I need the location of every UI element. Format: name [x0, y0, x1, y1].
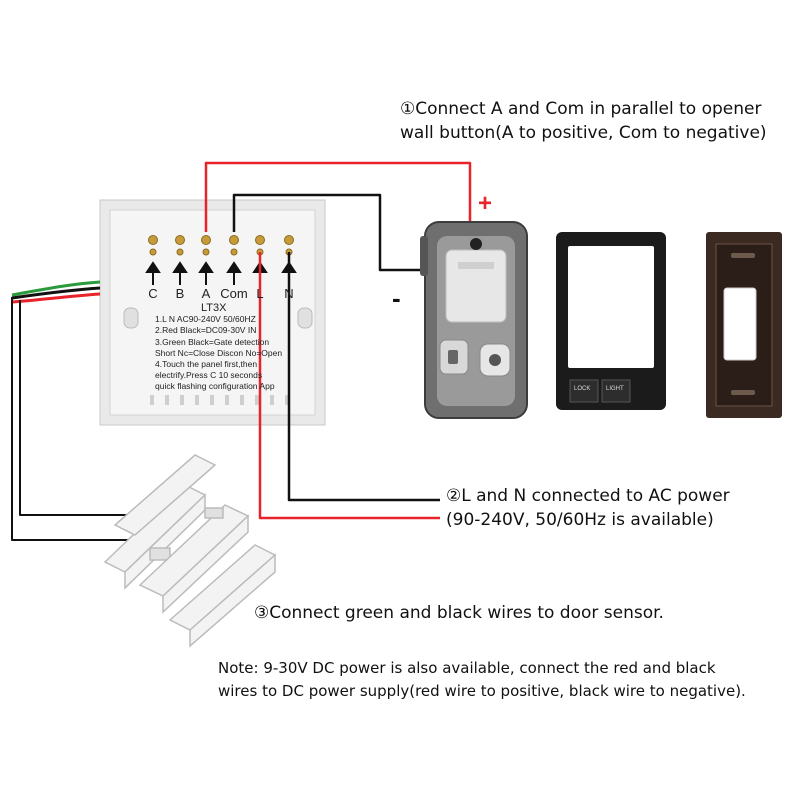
- terminal-label-n: N: [284, 286, 294, 301]
- spec-line-1: 1.L N AC90-240V 50/60HZ: [155, 314, 256, 324]
- step3-text: ③Connect green and black wires to door s…: [254, 603, 664, 623]
- green-wire-lead: [11, 280, 101, 297]
- door-sensor: [103, 454, 277, 648]
- positive-sign: +: [478, 190, 493, 217]
- mount-hole-left: [123, 307, 139, 329]
- step2-line2: (90-240V, 50/60Hz is available): [446, 510, 714, 530]
- terminal-label-b: B: [175, 286, 185, 301]
- note-line1: Note: 9-30V DC power is also available, …: [218, 659, 716, 677]
- red-wire-a: [204, 161, 472, 232]
- vent-slots: [150, 395, 289, 405]
- wall-control-panel: LOCK LIGHT: [556, 232, 666, 410]
- spec-line-4: Short Nc=Close Discon No=Open: [155, 348, 283, 358]
- terminal-label-a: A: [201, 286, 211, 301]
- wifi-module: [99, 199, 326, 426]
- step2-line1: ②L and N connected to AC power: [446, 486, 730, 506]
- sensor-wire-1: [11, 297, 160, 541]
- spec-line-7: quick flashing configuration App: [155, 381, 275, 391]
- wires: [11, 161, 472, 541]
- black-wire-n: [287, 252, 440, 502]
- red-wire-l: [258, 252, 440, 520]
- terminal-label-com: Com: [220, 286, 248, 301]
- step1-line1: ①Connect A and Com in parallel to opener: [400, 99, 762, 119]
- module-model: LT3X: [201, 302, 227, 314]
- sensor-wire-2: [19, 300, 130, 516]
- spec-line-5: 4.Touch the panel first,then: [155, 359, 258, 369]
- terminal-screws: [148, 235, 294, 245]
- negative-sign: -: [392, 283, 401, 313]
- spec-line-6: electrify.Press C 10 seconds: [155, 370, 263, 380]
- light-label: LIGHT: [606, 386, 624, 392]
- push-button: [706, 232, 782, 418]
- mount-hole-right: [297, 307, 313, 329]
- black-wire-com: [232, 193, 440, 272]
- terminal-label-l: L: [256, 286, 264, 301]
- lock-label: LOCK: [574, 386, 590, 392]
- opener-wall-button: [420, 221, 528, 419]
- step1-line2: wall button(A to positive, Com to negati…: [400, 123, 767, 143]
- spec-line-3: 3.Green Black=Gate detection: [155, 337, 270, 347]
- spec-line-2: 2.Red Black=DC09-30V IN: [155, 325, 257, 335]
- terminal-label-c: C: [148, 286, 158, 301]
- black-wire-lead: [11, 286, 101, 300]
- note-line2: wires to DC power supply(red wire to pos…: [218, 682, 746, 700]
